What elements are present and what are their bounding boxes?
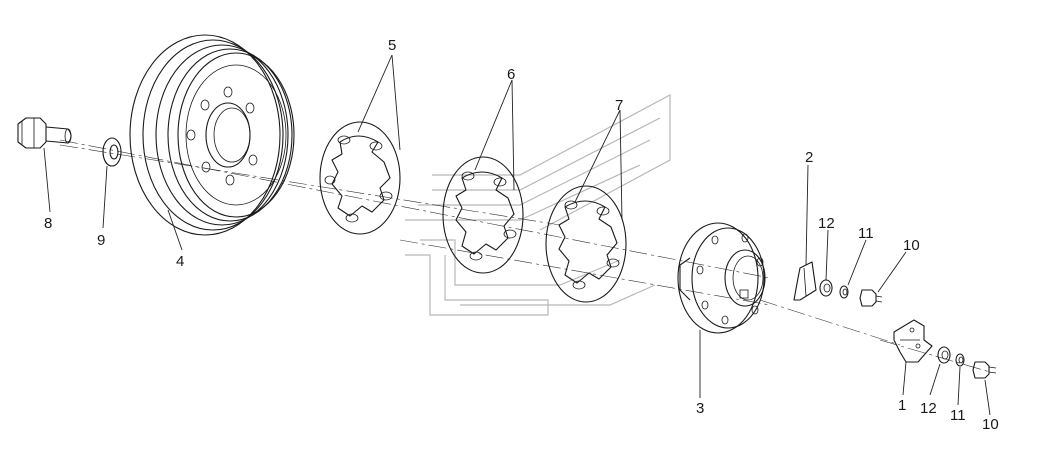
plate-part-6 (442, 156, 524, 274)
callout-12-lower: 12 (920, 400, 937, 417)
watermark-logo (405, 94, 671, 316)
callout-6: 6 (507, 66, 515, 83)
bolt-part-10-upper (859, 289, 883, 307)
callout-1: 1 (898, 397, 906, 414)
callout-9: 9 (97, 232, 105, 249)
washer-part-11-lower (955, 353, 965, 367)
callout-10-upper: 10 (903, 237, 920, 254)
callout-10-lower: 10 (982, 416, 999, 433)
bolt-part-8 (17, 117, 72, 149)
callout-4: 4 (176, 253, 184, 270)
washer-part-12-lower (937, 346, 951, 364)
callout-2: 2 (805, 149, 813, 166)
pulley-part-4 (129, 34, 295, 236)
bracket-part-1 (893, 319, 933, 363)
callout-5: 5 (388, 37, 396, 54)
leader-lines (43, 54, 991, 416)
assembly-axis (59, 139, 991, 373)
washer-part-9 (102, 137, 122, 167)
callout-3: 3 (696, 400, 704, 417)
callout-11-upper: 11 (858, 225, 874, 242)
plate-part-7 (545, 185, 627, 303)
callout-12-upper: 12 (818, 215, 835, 232)
callout-7: 7 (615, 97, 623, 114)
washer-part-11-upper (839, 285, 849, 299)
callout-labels: 8 9 4 5 6 7 3 2 12 11 10 1 12 11 10 (44, 37, 999, 433)
bolt-part-10-lower (972, 361, 997, 379)
callout-8: 8 (44, 215, 52, 232)
clamp-part-2 (793, 261, 817, 301)
plate-part-5 (319, 121, 401, 235)
hub-part-3 (677, 222, 766, 334)
callout-11-lower: 11 (950, 407, 966, 424)
washer-part-12-upper (819, 279, 833, 297)
